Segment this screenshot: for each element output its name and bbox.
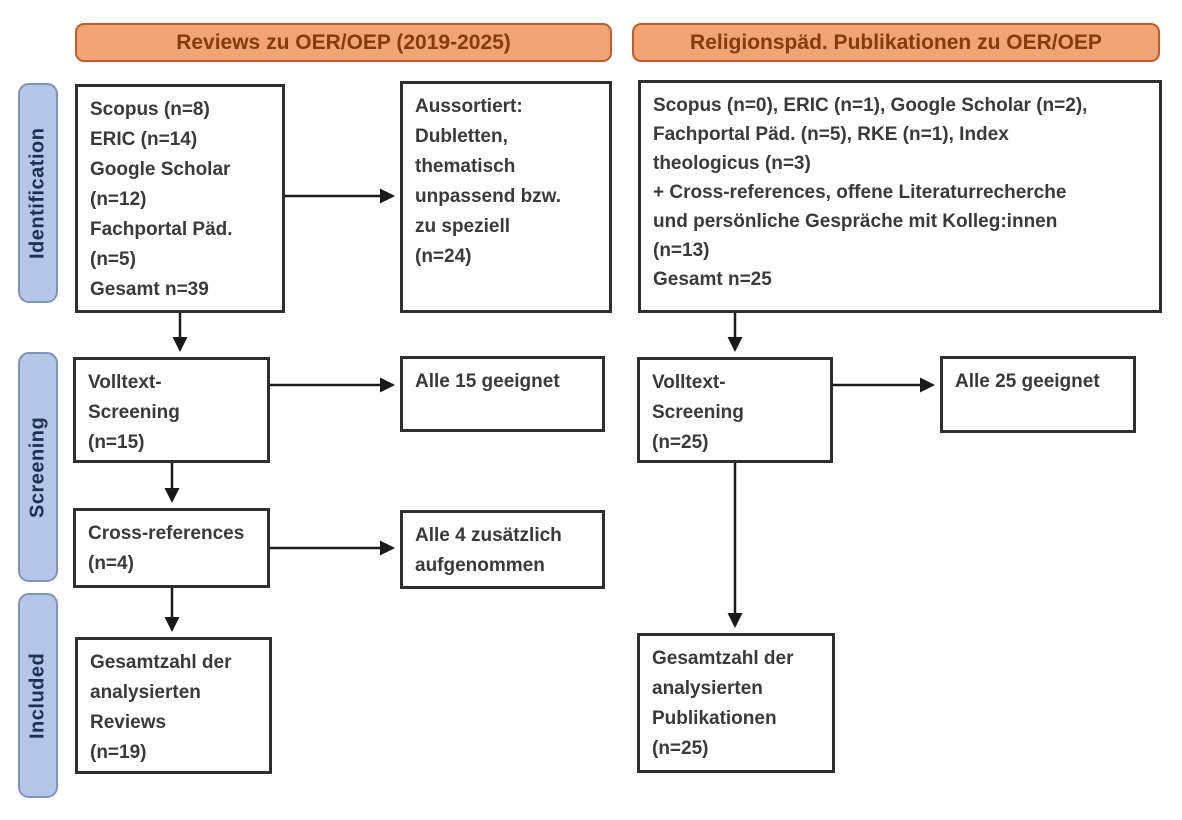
box-left-fulltext-screening: Volltext- Screening (n=15) — [73, 357, 270, 463]
box-text-line: (n=25) — [652, 738, 709, 759]
box-text-line: analysierten — [90, 682, 201, 703]
box-text-line: Alle 4 zusätzlich — [415, 525, 562, 546]
box-left-cross-references-result: Alle 4 zusätzlich aufgenommen — [400, 510, 605, 589]
box-text-line: Screening — [652, 402, 744, 423]
box-text-line: thematisch — [415, 156, 516, 177]
box-text-line: analysierten — [652, 678, 763, 699]
box-text-line: Publikationen — [652, 708, 777, 729]
box-text-line: Gesamtzahl der — [652, 648, 794, 669]
box-text-line: Scopus (n=0), ERIC (n=1), Google Scholar… — [653, 95, 1088, 116]
box-left-fulltext-result: Alle 15 geeignet — [400, 356, 605, 432]
box-text-line: Aussortiert: — [415, 96, 523, 117]
box-left-cross-references: Cross-references (n=4) — [73, 508, 270, 588]
box-text-line: (n=15) — [88, 432, 145, 453]
box-right-identification-sources: Scopus (n=0), ERIC (n=1), Google Scholar… — [638, 80, 1162, 313]
box-text-line: (n=25) — [652, 432, 709, 453]
box-text-line: + Cross-references, offene Literaturrech… — [653, 182, 1067, 203]
stage-label-identification: Identification — [18, 83, 58, 303]
box-text-line: Dubletten, — [415, 126, 508, 147]
column-header-reviews: Reviews zu OER/OEP (2019-2025) — [75, 23, 612, 62]
box-text-line: und persönliche Gespräche mit Kolleg:inn… — [653, 211, 1058, 232]
box-text-line: Volltext- — [88, 372, 162, 393]
box-text-line: (n=19) — [90, 742, 147, 763]
box-text-line: zu speziell — [415, 216, 511, 237]
box-text-line: (n=13) — [653, 240, 710, 261]
box-right-fulltext-screening: Volltext- Screening (n=25) — [637, 357, 833, 463]
box-text-line: (n=5) — [90, 249, 136, 270]
box-left-excluded: Aussortiert: Dubletten, thematisch unpassen… — [400, 81, 612, 313]
stage-label-included: Included — [18, 593, 58, 798]
box-text-line: unpassend bzw. — [415, 186, 562, 207]
box-left-identification-sources: Scopus (n=8) ERIC (n=14) Google Scholar (n=… — [75, 84, 285, 313]
box-text-line: Scopus (n=8) — [90, 99, 210, 120]
box-text-line: ERIC (n=14) — [90, 129, 198, 150]
box-text-line: (n=4) — [88, 553, 134, 574]
box-text-line: Fachportal Päd. (n=5), RKE (n=1), Index — [653, 124, 1009, 145]
box-text-line: theologicus (n=3) — [653, 153, 811, 174]
box-text-line: (n=12) — [90, 189, 147, 210]
stage-label-screening: Screening — [18, 352, 58, 582]
box-text-line: Cross-references — [88, 523, 245, 544]
box-text-line: aufgenommen — [415, 555, 545, 576]
box-text-line: (n=24) — [415, 246, 472, 267]
box-text-line: Volltext- — [652, 372, 726, 393]
box-text-line: Reviews — [90, 712, 167, 733]
box-text-line: Fachportal Päd. — [90, 219, 233, 240]
box-text-line: Gesamt n=25 — [653, 269, 772, 290]
box-text-line: Alle 25 geeignet — [955, 371, 1100, 392]
column-header-religionspaed: Religionspäd. Publikationen zu OER/OEP — [632, 23, 1160, 62]
box-text-line: Google Scholar — [90, 159, 231, 180]
box-text-line: Gesamtzahl der — [90, 652, 232, 673]
box-text-line: Gesamt n=39 — [90, 279, 209, 300]
box-text-line: Screening — [88, 402, 180, 423]
box-text-line: Alle 15 geeignet — [415, 371, 560, 392]
box-right-fulltext-result: Alle 25 geeignet — [940, 356, 1136, 433]
